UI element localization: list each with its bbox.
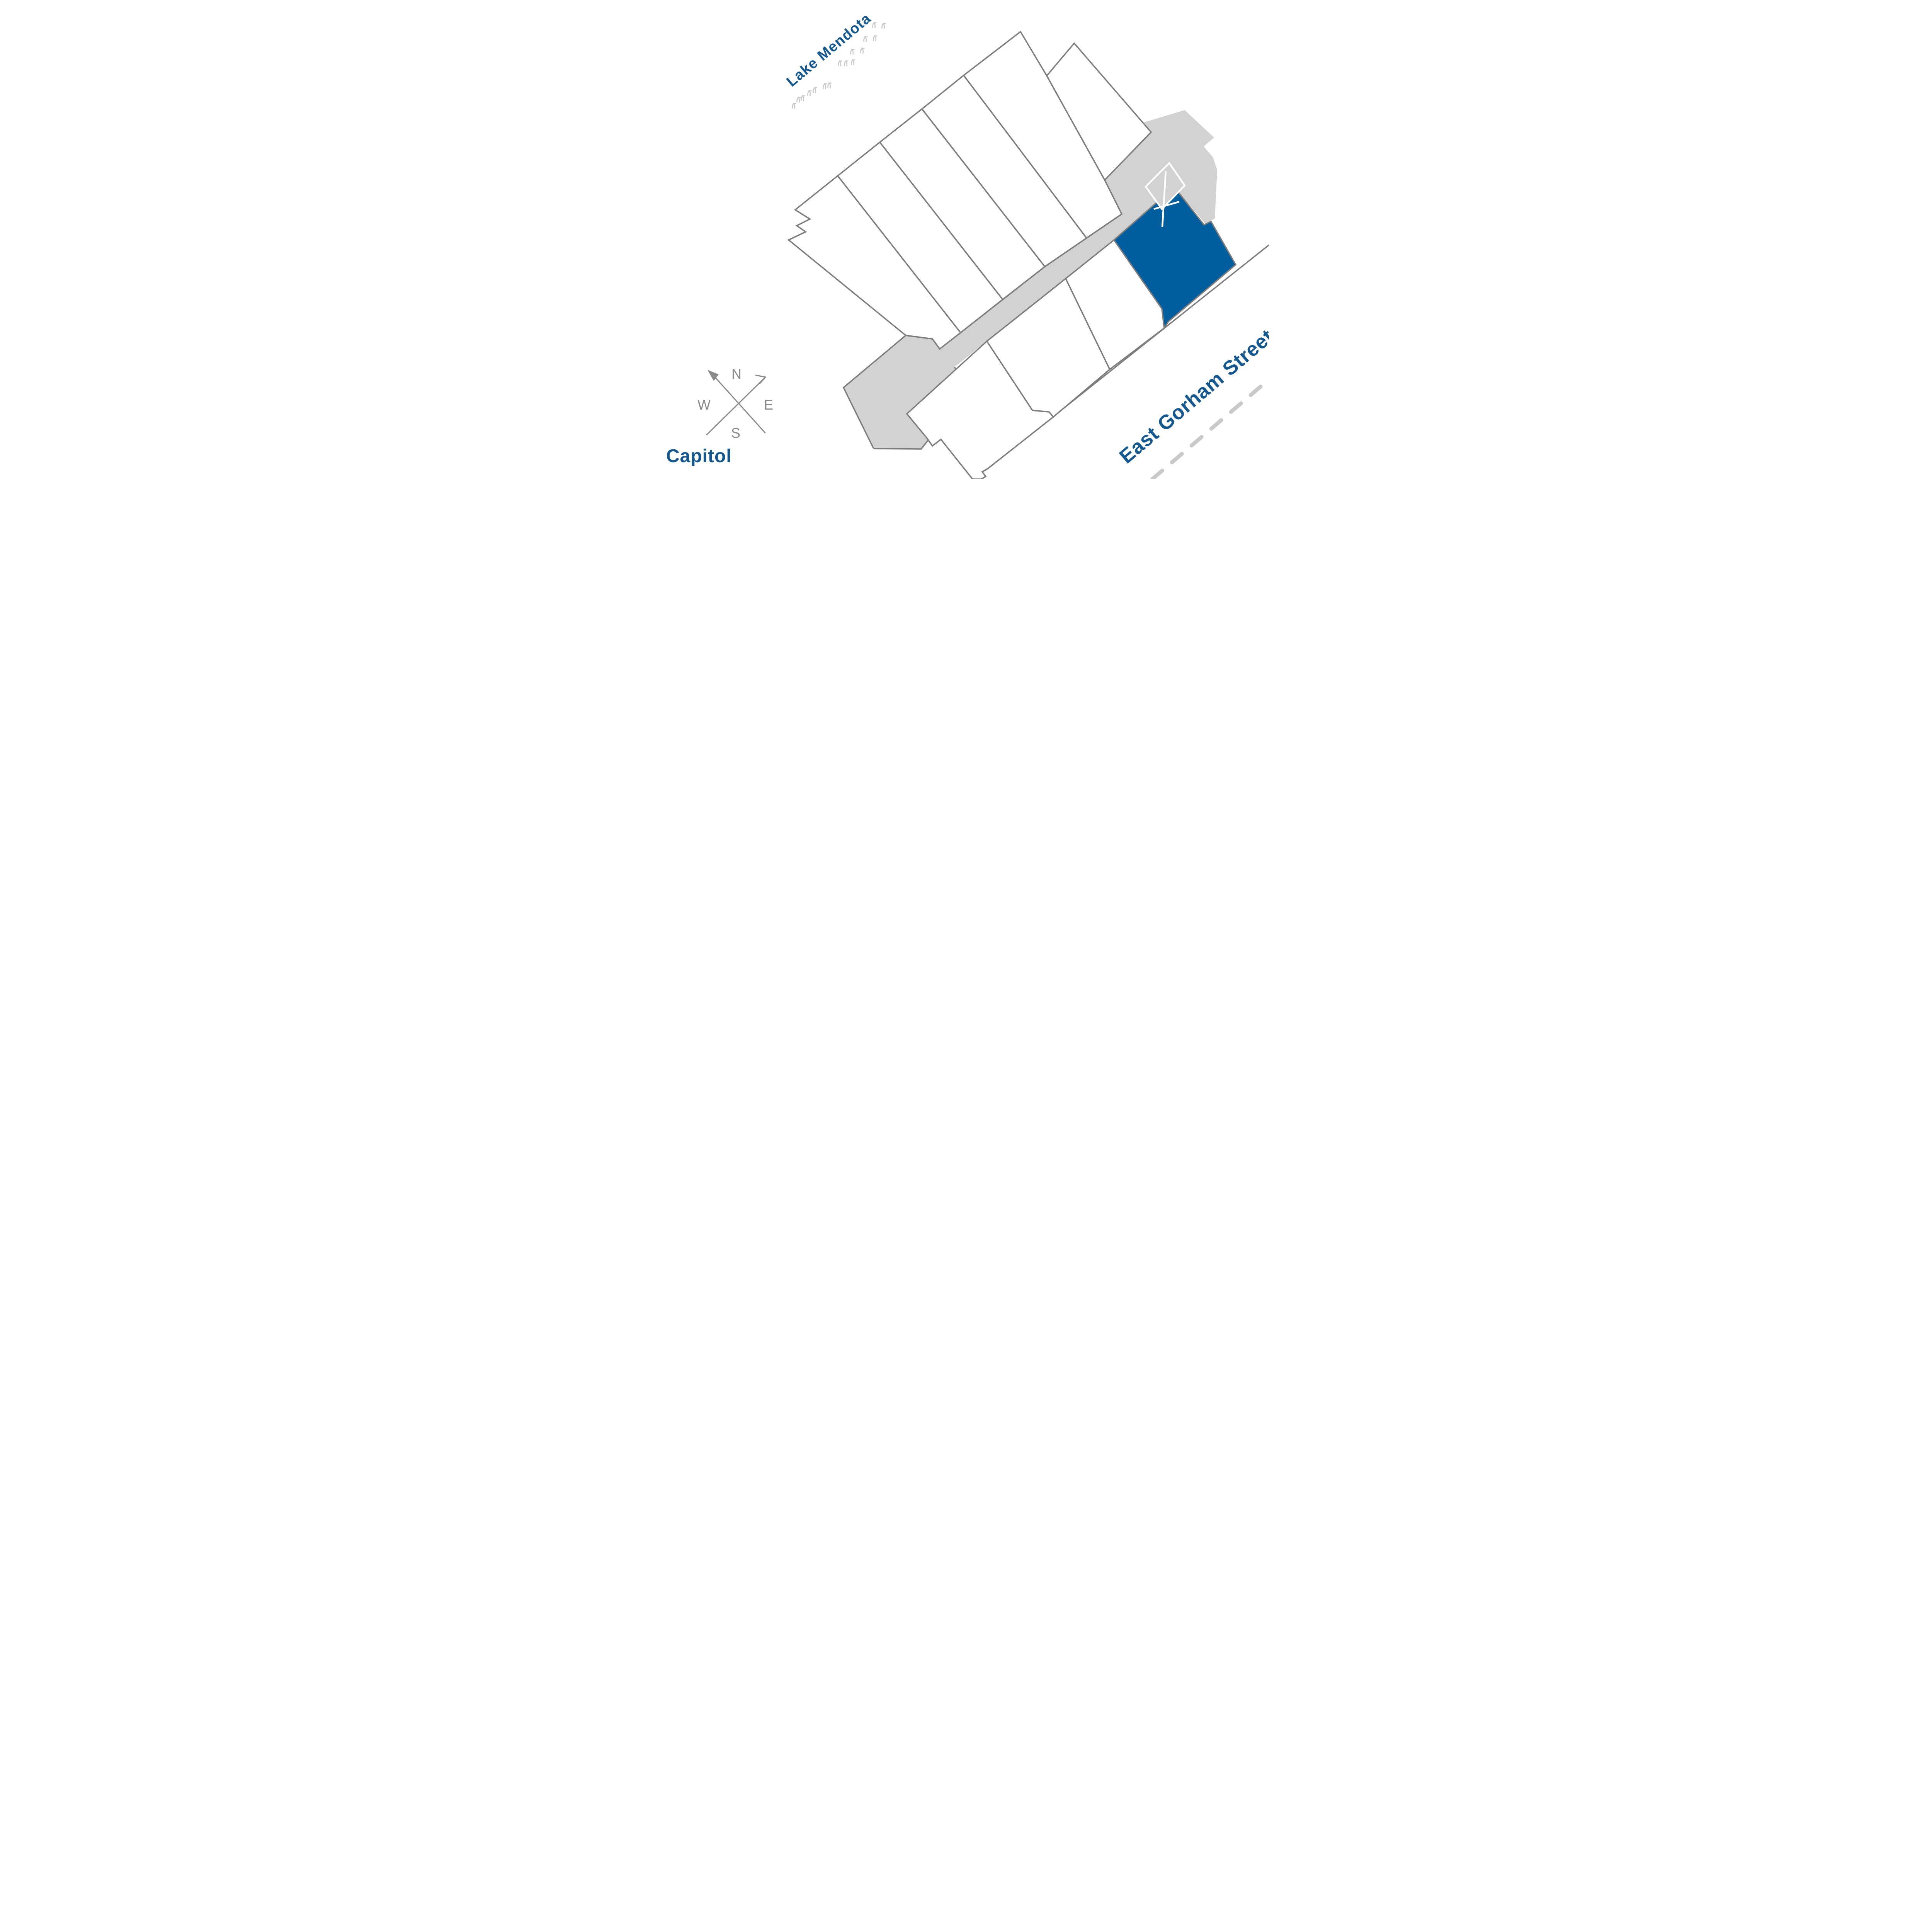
parcel [1046, 42, 1152, 181]
capitol-label: Capitol [666, 446, 732, 466]
compass-open-arrowhead [755, 374, 767, 384]
subject-parcel [1113, 186, 1237, 330]
street-centerline-dashes [1150, 378, 1269, 479]
compass-south: S [731, 425, 740, 441]
x-marker-cross-icon [1153, 201, 1180, 210]
compass-filled-arrowhead [707, 370, 719, 381]
compass-icon: N W E S [697, 366, 773, 441]
compass-west: W [697, 397, 711, 413]
driveway [844, 132, 1174, 449]
site-map: Lake Mendota East Gorham Street Capitol … [663, 0, 1269, 479]
compass-east: E [764, 397, 773, 413]
x-marker-cross-icon [1161, 171, 1167, 228]
x-marker [1145, 162, 1186, 228]
compass-north: N [731, 366, 742, 382]
